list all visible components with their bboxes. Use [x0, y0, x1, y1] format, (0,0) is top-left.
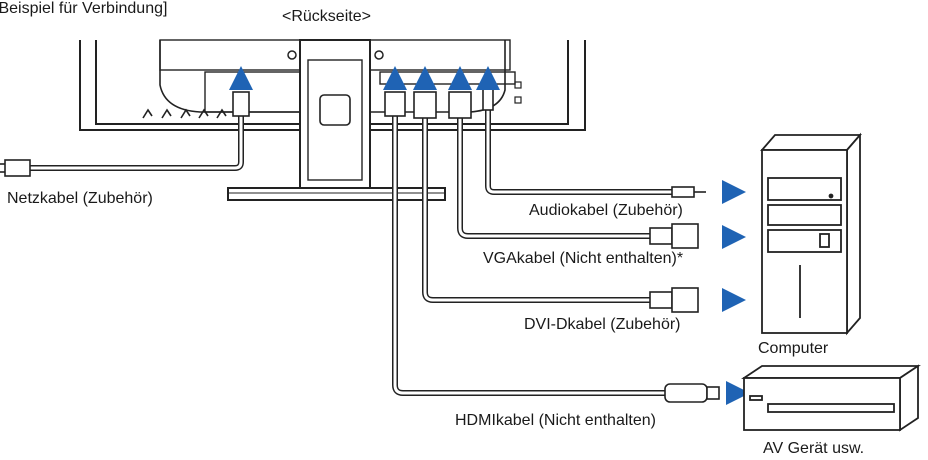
connection-arrows [229, 66, 750, 405]
computer-tower-icon [760, 132, 862, 336]
drive-bay [767, 177, 842, 201]
kensington-slot [514, 81, 522, 89]
monitor-back [79, 39, 586, 201]
power-cable-line [27, 107, 244, 171]
device-label-av: AV Gerät usw. [763, 440, 865, 457]
power-plug-end [4, 159, 31, 177]
cable-label-hdmi: HDMIkabel (Nicht enthalten) [455, 412, 656, 429]
monitor-button [216, 108, 227, 119]
hdmi-plug-end [664, 383, 708, 403]
monitor-button [161, 108, 172, 119]
stand-base [227, 187, 446, 201]
cable-label-power: Netzkabel (Zubehör) [7, 190, 153, 207]
monitor-back-cover-left [159, 40, 380, 113]
cable-paths [392, 102, 675, 396]
cable-label-dvi: DVI-Dkabel (Zubehör) [524, 316, 681, 333]
cable-holder [319, 94, 351, 126]
port-bar [379, 71, 516, 85]
power-cable [0, 91, 250, 177]
av-device-icon [741, 364, 921, 432]
hdmi-cable-line [392, 102, 668, 396]
vga-plug-top [448, 91, 472, 119]
disc-tray [767, 403, 895, 413]
drive-bay [767, 204, 842, 226]
monitor-side-plugs [384, 87, 494, 119]
monitor-button [198, 108, 209, 119]
screw-hole-left [287, 50, 297, 60]
drive-bay [767, 229, 842, 253]
cable-label-audio: Audiokabel (Zubehör) [529, 202, 683, 219]
power-socket-panel [204, 71, 301, 113]
audio-plug-end [671, 186, 695, 198]
vga-connector-end [671, 223, 699, 249]
dvi-plug-end [649, 291, 673, 309]
monitor-buttons [142, 108, 227, 119]
device-side-plugs [649, 186, 720, 403]
audio-cable-line [485, 102, 675, 195]
screw-hole-right [374, 50, 384, 60]
power-button [819, 233, 830, 248]
power-plug [232, 91, 250, 117]
dvi-plug-top [413, 91, 437, 119]
vga-plug-end [649, 227, 673, 245]
audio-plug-top [482, 87, 494, 111]
hdmi-tip [706, 386, 720, 400]
cable-label-vga: VGAkabel (Nicht enthalten)* [483, 250, 684, 267]
diagram-caption: [Beispiel für Verbindung] [0, 0, 168, 17]
dvi-connector-end [671, 287, 699, 313]
device-label-computer: Computer [758, 340, 829, 357]
monitor-button [180, 108, 191, 119]
hdmi-plug-top [384, 91, 406, 117]
view-label: <Rückseite> [282, 8, 371, 25]
monitor-button [142, 108, 153, 119]
kensington-slot-2 [514, 96, 522, 104]
